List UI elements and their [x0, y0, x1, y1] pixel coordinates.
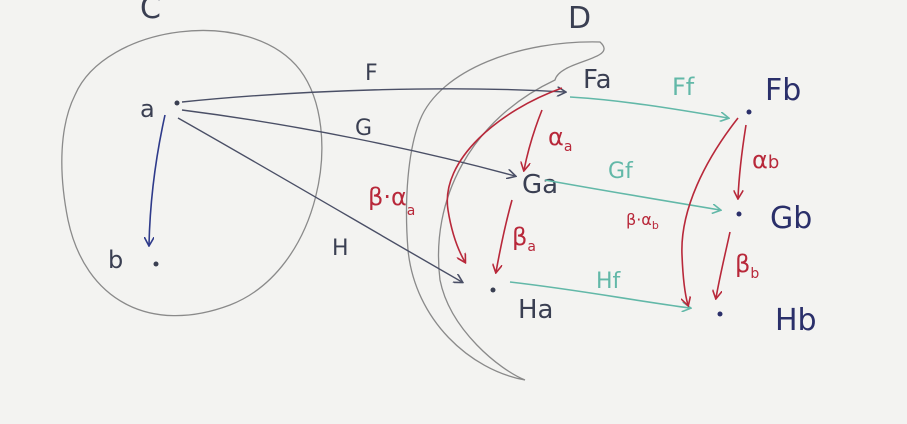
functor-g-arrow [181, 109, 515, 176]
gf-arrow [544, 179, 720, 210]
beta-b-subscript: b [750, 266, 759, 282]
alpha-a-arrow [524, 109, 543, 170]
object-ga-label: Ga [522, 170, 558, 200]
object-fb-label: Fb [765, 73, 801, 108]
alpha-a-label: αa [548, 123, 572, 155]
hf-arrow [509, 281, 690, 308]
object-gb-label: Gb [770, 201, 812, 236]
composite-b-arrow [682, 117, 739, 305]
alpha-a-symbol: α [548, 123, 564, 151]
object-gb-dot [736, 211, 742, 217]
composite-b-symbol: β·α [626, 210, 652, 229]
object-fa-label: Fa [583, 65, 612, 95]
alpha-b-arrow [738, 124, 747, 198]
beta-a-symbol: β [512, 223, 527, 251]
object-fb-dot [746, 109, 752, 115]
beta-b-label: βb [735, 250, 759, 282]
ff-arrow [569, 96, 728, 118]
composite-b-label: β·αb [626, 210, 659, 232]
composite-a-label: β·αa [368, 183, 415, 219]
gf-label: Gf [608, 159, 634, 184]
alpha-a-subscript: a [564, 139, 573, 155]
alpha-b-label: αb [752, 146, 779, 174]
functor-h-label: H [332, 236, 349, 261]
category-d-circle [405, 41, 605, 381]
composite-a-arrow [446, 87, 563, 262]
category-c-circle [61, 29, 323, 317]
object-b-label: b [108, 246, 123, 274]
functor-f-label: F [365, 61, 378, 86]
object-a-dot [174, 100, 180, 106]
beta-a-subscript: a [527, 239, 536, 255]
composite-a-subscript: a [407, 203, 416, 219]
object-ha-dot [490, 287, 496, 293]
morphism-f-arrow [149, 114, 166, 245]
category-d-label: D [568, 1, 591, 36]
functor-g-label: G [355, 116, 372, 141]
object-ha-label: Ha [518, 295, 553, 325]
alpha-b-subscript: b [768, 152, 779, 173]
beta-b-symbol: β [735, 250, 750, 278]
object-hb-label: Hb [775, 303, 817, 338]
alpha-b-symbol: α [752, 146, 768, 174]
composite-a-symbol: β·α [368, 183, 407, 211]
category-c-label: C [140, 0, 161, 26]
composite-b-subscript: b [652, 219, 659, 232]
functor-f-arrow [181, 89, 565, 103]
object-b-dot [153, 261, 159, 267]
hf-label: Hf [596, 269, 622, 294]
beta-a-label: βa [512, 223, 536, 255]
functor-h-arrow [177, 117, 462, 282]
object-a-label: a [140, 95, 155, 123]
object-hb-dot [717, 311, 723, 317]
beta-b-arrow [716, 231, 731, 298]
ff-label: Ff [672, 73, 695, 101]
beta-a-arrow [496, 199, 513, 272]
